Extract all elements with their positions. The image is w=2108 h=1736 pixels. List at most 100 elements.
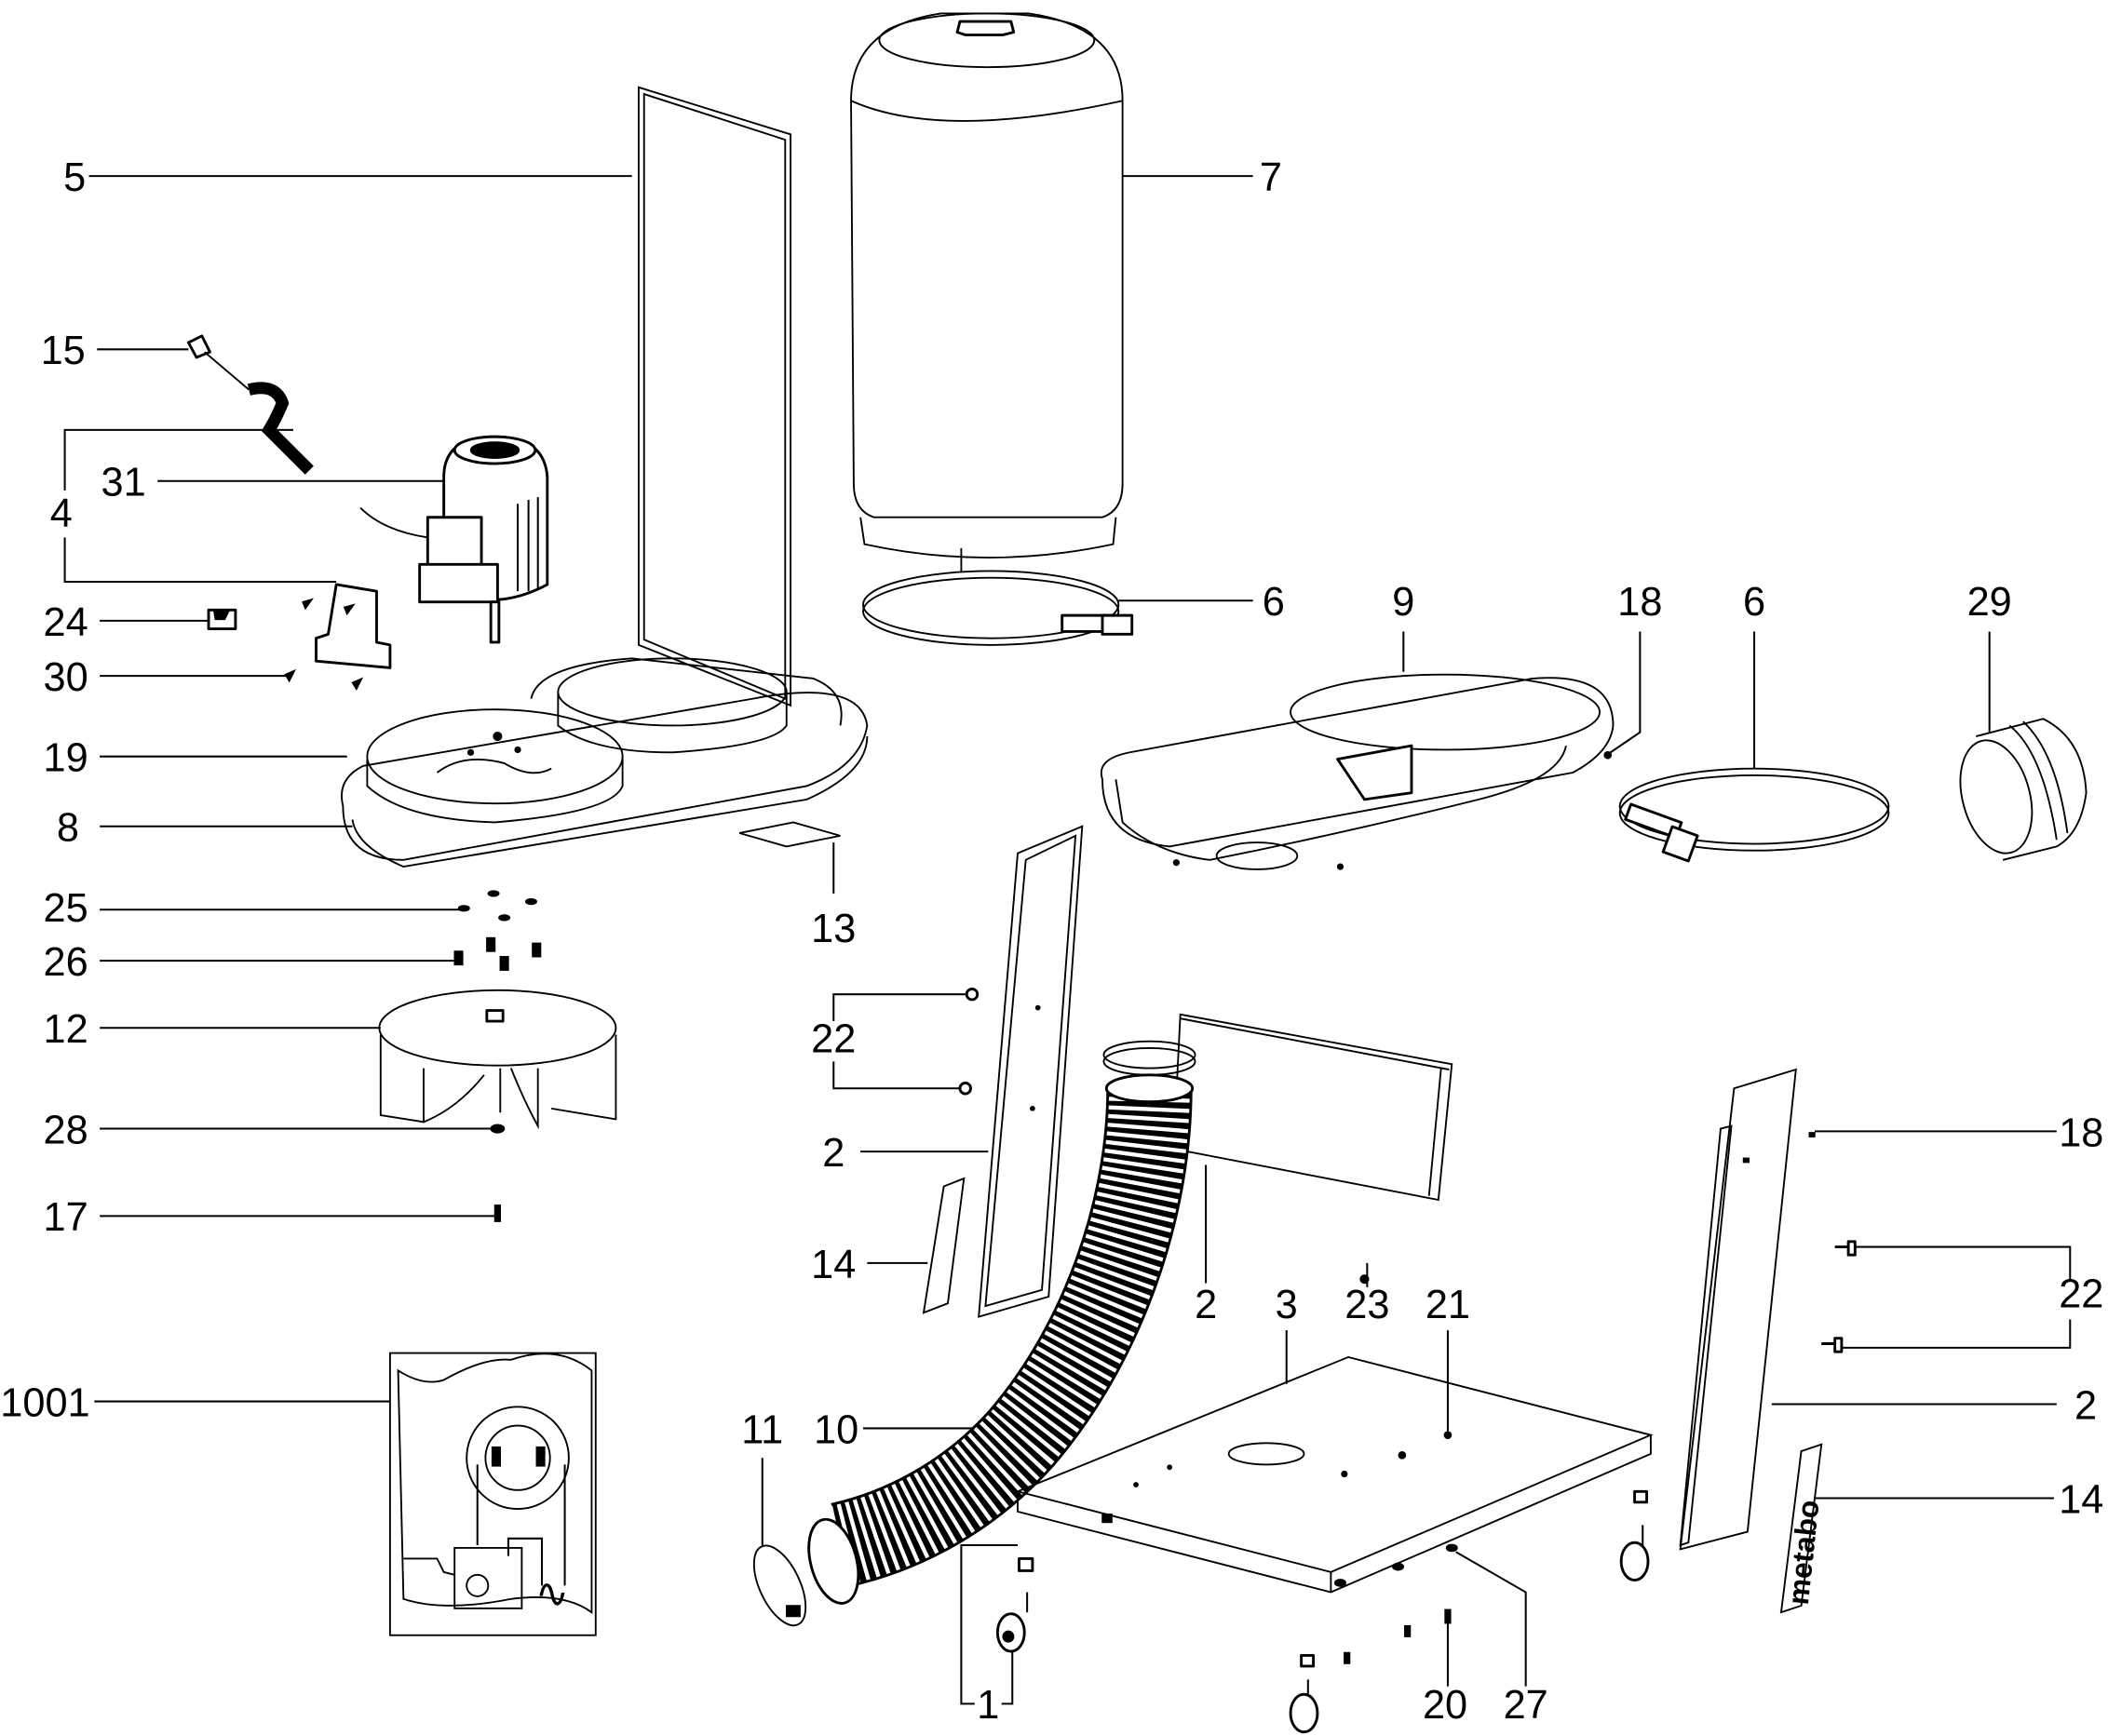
callout-label: 14 [2059, 1477, 2103, 1522]
callout-caster: 1 [960, 1544, 1019, 1728]
callout-nut: 18 [1815, 1110, 2103, 1155]
callout-metabo-sticker: 14 [1815, 1477, 2103, 1522]
part-power-cord [186, 334, 314, 475]
callout-frame-panel: 5 [63, 155, 632, 200]
part-casters [995, 1489, 1650, 1734]
callout-label: 27 [1504, 1683, 1548, 1728]
callout-label: 2 [1195, 1283, 1217, 1327]
metabo-logo: metabo [1781, 1499, 1826, 1607]
callout-side-panel: 2 [822, 1131, 989, 1176]
callout-label: 17 [43, 1195, 88, 1240]
callout-label: 3 [1276, 1283, 1298, 1327]
part-bolts-26 [453, 936, 542, 971]
part-base-plate [1015, 1274, 1654, 1594]
callout-label: 5 [63, 155, 86, 200]
wiring-ac-symbol: ∿ [535, 1571, 569, 1616]
callout-label: 22 [811, 1016, 856, 1061]
callout-label: 2 [822, 1131, 845, 1176]
callout-washer: 28 [43, 1108, 495, 1152]
callout-switch: 24 [43, 600, 209, 645]
caster [995, 1557, 1034, 1653]
callout-label: 30 [43, 655, 88, 700]
callout-label: 1001 [0, 1380, 89, 1425]
callout-side-panel: 2 [1771, 1383, 2097, 1428]
callout-nut: 23 [1345, 1262, 1389, 1327]
callout-label: 22 [2059, 1272, 2103, 1317]
callout-label: 4 [50, 491, 73, 536]
callout-filter-bag: 7 [1122, 155, 1282, 200]
caster [1289, 1653, 1319, 1734]
callout-label: 26 [43, 940, 88, 985]
callout-motor: 31 [101, 461, 444, 505]
callout-collector-housing: 9 [1392, 580, 1414, 672]
callout-base-plate: 3 [1276, 1283, 1298, 1384]
callout-label: 14 [811, 1243, 856, 1287]
callout-clamp-ring: 6 [1118, 580, 1285, 625]
callout-hose: 10 [814, 1407, 975, 1452]
leader-line [1610, 631, 1642, 754]
callout-washer: 25 [43, 886, 465, 931]
part-knob-screws-right [1821, 1240, 1857, 1353]
part-side-panel-left [978, 825, 1084, 1318]
part-switch [207, 608, 237, 631]
leader-line [1001, 1649, 1014, 1705]
callout-label: 18 [2059, 1110, 2103, 1155]
callout-label: 10 [814, 1407, 858, 1452]
part-washers-25 [457, 890, 537, 922]
callout-clamp-ring: 6 [1743, 580, 1765, 769]
callout-sticker: 14 [811, 1243, 928, 1287]
callout-label: 25 [43, 886, 88, 931]
part-side-panel-rear [1172, 1013, 1453, 1202]
leader-line [1841, 1319, 2072, 1349]
leader-line [63, 537, 337, 584]
callout-label: 29 [1967, 580, 2012, 625]
leader-line [1455, 1551, 1527, 1687]
callout-label: 18 [1617, 580, 1662, 625]
callout-label: 20 [1423, 1683, 1467, 1728]
part-wiring-diagram: ∿ [388, 1352, 597, 1636]
callout-label-plate: 13 [811, 842, 856, 951]
part-screw-17 [493, 1204, 502, 1222]
part-impeller [378, 989, 617, 1130]
callout-label: 19 [43, 736, 88, 781]
callout-label: 9 [1392, 580, 1414, 625]
callout-label: 7 [1260, 155, 1282, 200]
leader-line [63, 428, 293, 491]
callout-nut: 21 [1426, 1283, 1470, 1432]
part-screws-30 [284, 668, 364, 692]
callout-nut: 18 [1610, 580, 1662, 754]
callout-screw: 19 [43, 736, 347, 781]
callout-label: 31 [101, 461, 146, 505]
callout-bolt: 26 [43, 940, 455, 985]
callout-label: 15 [41, 329, 86, 373]
callout-screw: 30 [43, 655, 290, 700]
part-clamp-ring-lower [1618, 767, 1890, 863]
part-filter-bag [850, 12, 1124, 572]
callout-cable-and-cover: 4 [50, 428, 337, 584]
part-knob-screws-left [958, 987, 980, 1096]
callout-label: 8 [57, 806, 79, 851]
leader-line [960, 1544, 1019, 1705]
callout-power-cord: 15 [41, 329, 189, 373]
part-sticker-left [922, 1177, 966, 1314]
callout-knob-screw: 22 [811, 993, 966, 1090]
callout-label: 6 [1743, 580, 1765, 625]
callout-screw: 20 [1423, 1622, 1467, 1728]
part-cover-plate [302, 583, 392, 669]
callout-label: 24 [43, 600, 88, 645]
part-hose-clamp [752, 1544, 807, 1627]
leader-line [1855, 1245, 2072, 1280]
callout-screw: 17 [43, 1195, 495, 1240]
leader-line [832, 1061, 960, 1090]
caster [1619, 1489, 1650, 1581]
callout-knob-screw: 22 [1841, 1245, 2103, 1349]
part-metabo-sticker: metabo [1779, 1443, 1826, 1614]
callout-label: 23 [1345, 1283, 1389, 1327]
part-side-panel-right [1679, 1068, 1816, 1551]
leader-line [832, 993, 966, 1022]
callout-label: 1 [977, 1683, 999, 1728]
callout-motor-housing-plate: 8 [57, 806, 353, 851]
callout-rear-panel: 2 [1195, 1164, 1217, 1327]
part-motor [359, 435, 549, 644]
